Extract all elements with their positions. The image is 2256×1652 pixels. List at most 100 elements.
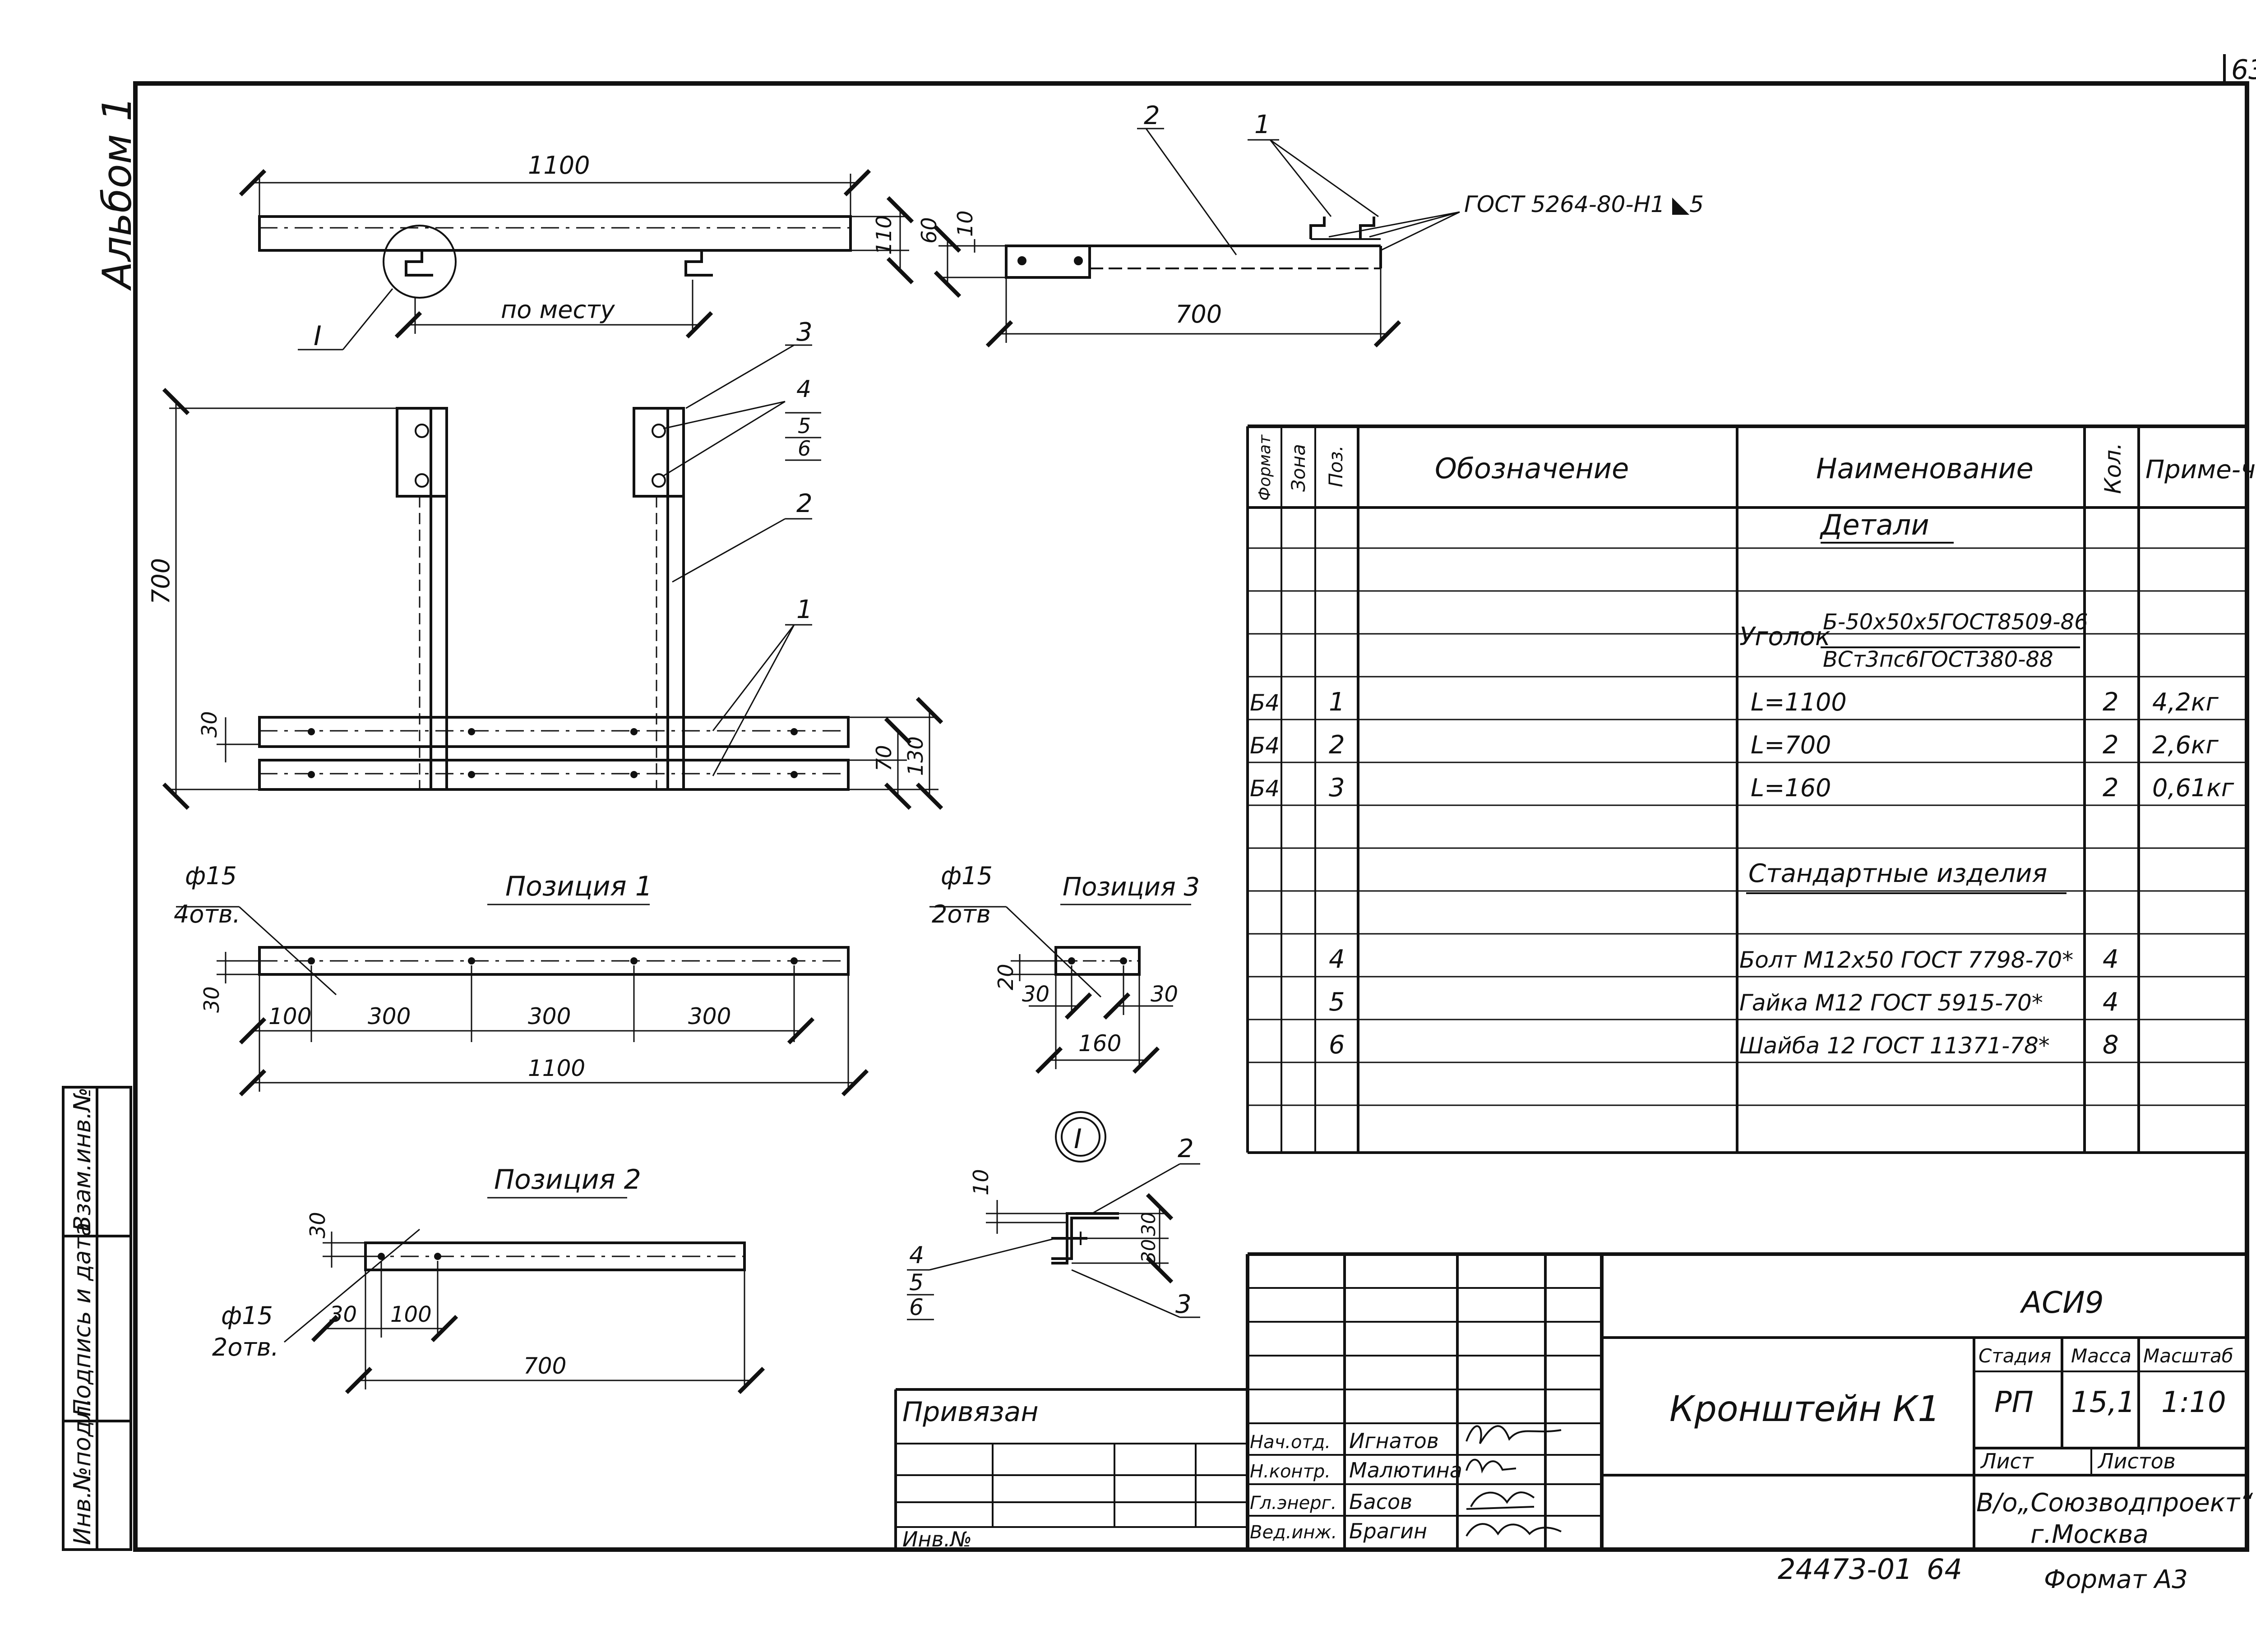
top-view-length: 1100 xyxy=(528,151,590,180)
footer-format: Формат А3 xyxy=(2044,1565,2188,1594)
spec-header-qty: Кол. xyxy=(2100,443,2126,494)
front-view-dim-30: 30 xyxy=(197,711,222,738)
detail-dim-10: 10 xyxy=(969,1169,993,1195)
spec-row-1-format: Б4 xyxy=(1250,690,1280,716)
pos3-holes: 2отв xyxy=(932,900,991,928)
sheet-label: Лист xyxy=(1980,1449,2034,1473)
left-strip-inv-orig: Инв.№подл. xyxy=(69,1398,96,1545)
title-block-grid xyxy=(894,1252,2247,1550)
detail-callout-3: 3 xyxy=(1175,1290,1192,1319)
spec-section-standard: Стандартные изделия xyxy=(1748,859,2047,888)
front-view-height: 700 xyxy=(147,558,175,605)
side-view-dim-60: 60 xyxy=(917,217,941,244)
scale-value: 1:10 xyxy=(2161,1386,2226,1419)
scale-label: Масштаб xyxy=(2143,1345,2233,1367)
inv-label: Инв.№ xyxy=(902,1527,972,1551)
signature-2 xyxy=(1465,1458,1516,1474)
pos2-dim-30: 30 xyxy=(305,1212,330,1238)
doc-number: 24473-01 xyxy=(1778,1553,1913,1586)
title-code: АСИ9 xyxy=(2020,1285,2104,1320)
pos1-dim-300b: 300 xyxy=(528,1003,571,1029)
detail-dim-30b: 30 xyxy=(1137,1239,1160,1263)
pos1-hole-dia: ф15 xyxy=(185,862,237,890)
pos1-dim-300a: 300 xyxy=(368,1003,411,1029)
spec-std-1-name: Болт М12х50 ГОСТ 7798-70* xyxy=(1739,947,2073,973)
city: г.Москва xyxy=(2030,1520,2149,1549)
pos1-holes: 4отв. xyxy=(174,900,240,928)
front-view-callout-6: 6 xyxy=(798,436,811,461)
left-strip-replace-inv: Взам.инв.№ xyxy=(69,1087,96,1232)
spec-material-prefix: Уголок xyxy=(1739,622,1831,651)
spec-header-designation: Обозначение xyxy=(1435,452,1629,485)
pos1-dim-100: 100 xyxy=(268,1003,311,1029)
pos1-dim-30: 30 xyxy=(199,986,224,1013)
pos2-view xyxy=(284,1197,765,1394)
front-view-callout-3: 3 xyxy=(796,318,813,347)
spec-std-1-qty: 4 xyxy=(2103,945,2119,974)
spec-row-3-note: 0,61кг xyxy=(2152,774,2234,802)
spec-material-bottom: ВСт3пс6ГОСТ380-88 xyxy=(1823,647,2053,672)
front-view xyxy=(162,344,943,810)
spec-std-2-name: Гайка М12 ГОСТ 5915-70* xyxy=(1739,990,2043,1016)
pos3-dim-20: 20 xyxy=(994,964,1018,990)
left-strip xyxy=(62,1086,132,1551)
pos3-dim-30a: 30 xyxy=(1022,982,1049,1007)
detail-callout-4: 4 xyxy=(909,1242,924,1269)
side-view-weld: ГОСТ 5264-80-Н1 ◣5 xyxy=(1464,191,1704,217)
pos3-view xyxy=(929,904,1191,1074)
detail-dim-30a: 30 xyxy=(1137,1212,1160,1236)
detail-ref: I xyxy=(1074,1123,1082,1155)
spec-header-pos: Поз. xyxy=(1325,445,1347,487)
spec-row-1-pos: 1 xyxy=(1329,688,1345,717)
spec-row-1-name: L=1100 xyxy=(1751,688,1847,716)
pos1-dim-300c: 300 xyxy=(688,1003,731,1029)
detail-callout-6: 6 xyxy=(909,1294,924,1320)
spec-std-2-qty: 4 xyxy=(2103,988,2119,1017)
spec-header-name: Наименование xyxy=(1816,452,2034,485)
pos3-title: Позиция 3 xyxy=(1063,872,1200,902)
front-view-callout-4: 4 xyxy=(796,376,811,403)
detail-callout-2: 2 xyxy=(1178,1134,1194,1163)
handwritten-signatures xyxy=(1465,1425,1562,1537)
sig-role-3: Гл.энерг. xyxy=(1250,1493,1336,1514)
mass-label: Масса xyxy=(2071,1345,2131,1367)
page-number: 63 xyxy=(2231,54,2256,86)
spec-row-3-format: Б4 xyxy=(1250,775,1280,802)
signature-1 xyxy=(1465,1425,1562,1444)
spec-row-1-qty: 2 xyxy=(2103,688,2119,717)
pos3-hole-dia: ф15 xyxy=(941,862,993,890)
top-view-height: 110 xyxy=(872,215,896,255)
top-view-place: по месту xyxy=(501,295,615,324)
spec-std-1-pos: 4 xyxy=(1329,945,1345,974)
spec-table-grid xyxy=(1246,425,2247,1154)
spec-std-3-qty: 8 xyxy=(2103,1030,2119,1060)
spec-std-3-name: Шайба 12 ГОСТ 11371-78* xyxy=(1739,1033,2050,1059)
sig-name-2: Малютина xyxy=(1349,1458,1462,1482)
footer-page: 64 xyxy=(1927,1553,1962,1586)
detail-view xyxy=(907,1111,1200,1320)
spec-row-1-note: 4,2кг xyxy=(2152,688,2219,716)
sig-name-3: Басов xyxy=(1349,1490,1412,1514)
left-strip-signature-date: Подпись и дата xyxy=(69,1222,96,1417)
spec-material-top: Б-50х50х5ГОСТ8509-86 xyxy=(1823,609,2088,635)
pos2-holes: 2отв. xyxy=(212,1333,279,1361)
spec-header-zone: Зона xyxy=(1287,444,1309,492)
drawing-title: Кронштейн К1 xyxy=(1669,1389,1940,1430)
spec-section-details: Детали xyxy=(1819,508,1929,541)
bound-label: Привязан xyxy=(902,1396,1039,1428)
pos1-total: 1100 xyxy=(528,1055,585,1081)
spec-row-2-qty: 2 xyxy=(2103,730,2119,760)
organization: В/о„Союзводпроект“ xyxy=(1976,1488,2253,1518)
spec-row-2-name: L=700 xyxy=(1751,731,1831,759)
spec-row-2-note: 2,6кг xyxy=(2152,731,2219,759)
pos2-dim-100: 100 xyxy=(390,1302,432,1327)
spec-std-3-pos: 6 xyxy=(1329,1030,1345,1060)
pos2-hole-dia: ф15 xyxy=(221,1301,273,1330)
spec-row-3-pos: 3 xyxy=(1329,773,1345,803)
spec-header-format: Формат xyxy=(1256,434,1274,501)
spec-row-2-format: Б4 xyxy=(1250,733,1280,759)
front-view-dim-130: 130 xyxy=(903,736,928,776)
signature-4 xyxy=(1465,1523,1562,1537)
side-view xyxy=(934,128,1460,348)
mass-value: 15,1 xyxy=(2071,1386,2136,1419)
